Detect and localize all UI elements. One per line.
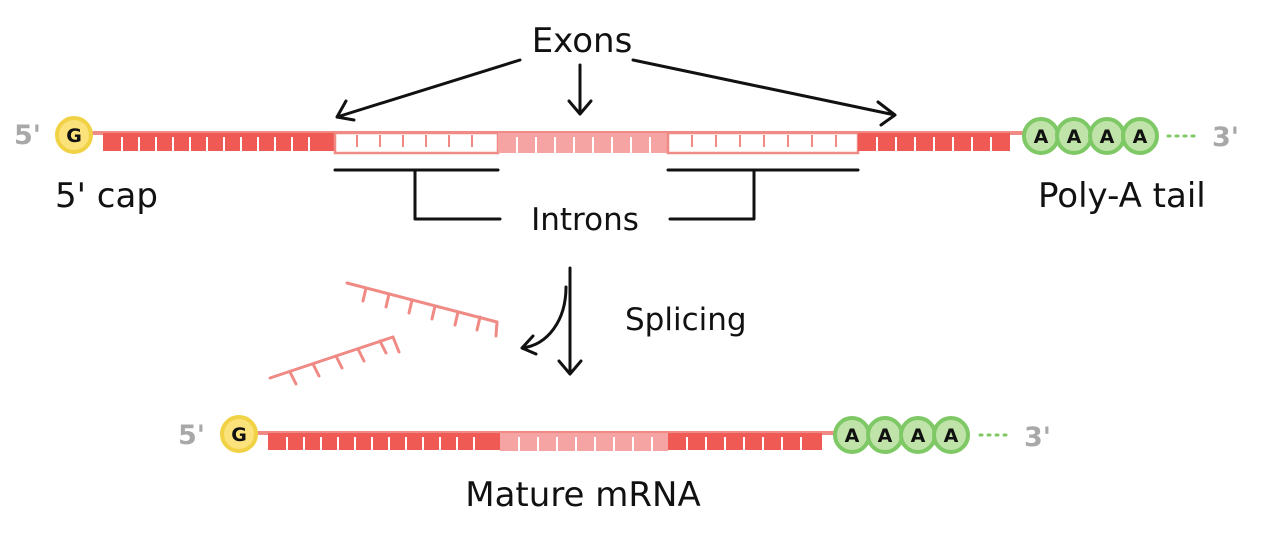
polya-base-3: A — [1100, 126, 1115, 148]
splicing-arrow-down — [557, 266, 583, 376]
removed-introns — [268, 281, 499, 386]
pre-mrna-polya-tail: A A A A — [1022, 117, 1196, 155]
pre-mrna-exon-1 — [103, 133, 335, 151]
cap-label: 5' cap — [55, 176, 158, 216]
pre-mrna-3-prime: 3' — [1212, 122, 1239, 153]
polya-base-1: A — [1034, 126, 1049, 148]
splicing-curl-arrow — [520, 285, 568, 356]
mature-5-prime: 5' — [178, 420, 205, 451]
exons-label: Exons — [532, 21, 633, 61]
mature-mrna-label: Mature mRNA — [465, 475, 700, 515]
removed-intron-1 — [345, 281, 499, 338]
mature-polya-base-3: A — [911, 425, 926, 447]
mature-ticks — [286, 437, 802, 451]
pre-mrna-5-cap: G — [55, 116, 93, 154]
splicing-arrows — [520, 266, 583, 376]
pre-mrna: G A A A A 5' 3' — [14, 116, 1239, 155]
intron-bracket-left — [333, 168, 502, 221]
pre-mrna-intron-1 — [333, 131, 500, 155]
removed-intron-2 — [268, 335, 401, 386]
exon-arrow-right — [631, 58, 897, 127]
cap-circle — [55, 116, 93, 154]
exon-arrows — [335, 58, 897, 127]
introns-label: Introns — [531, 202, 639, 238]
mature-5-cap: G — [220, 415, 258, 453]
mature-polya-base-4: A — [944, 425, 959, 447]
mature-polya-base-1: A — [845, 425, 860, 447]
polya-base-2: A — [1067, 126, 1082, 148]
mature-polya-base-2: A — [878, 425, 893, 447]
pre-mrna-intron-ticks — [356, 135, 837, 147]
mature-3-prime: 3' — [1024, 422, 1051, 453]
polya-label: Poly-A tail — [1038, 176, 1206, 216]
exon-arrow-left — [335, 58, 522, 122]
splicing-label: Splicing — [625, 302, 747, 338]
mature-cap-base-label: G — [231, 424, 247, 446]
exon-arrow-center — [567, 63, 593, 116]
mature-polya-tail: A A A A — [833, 416, 1008, 454]
mature-mrna: G A A A A 5' 3' — [178, 415, 1051, 454]
pre-mrna-5-prime: 5' — [14, 120, 41, 151]
pre-mrna-exon-2 — [498, 133, 668, 153]
mature-exon-2 — [500, 433, 668, 451]
mature-cap-circle — [220, 415, 258, 453]
intron-bracket-right — [666, 168, 860, 221]
pre-mrna-ticks — [121, 137, 992, 153]
cap-base-label: G — [66, 125, 82, 147]
intron-brackets — [333, 168, 860, 221]
polya-base-4: A — [1133, 126, 1148, 148]
mature-exon-1 — [268, 433, 500, 450]
